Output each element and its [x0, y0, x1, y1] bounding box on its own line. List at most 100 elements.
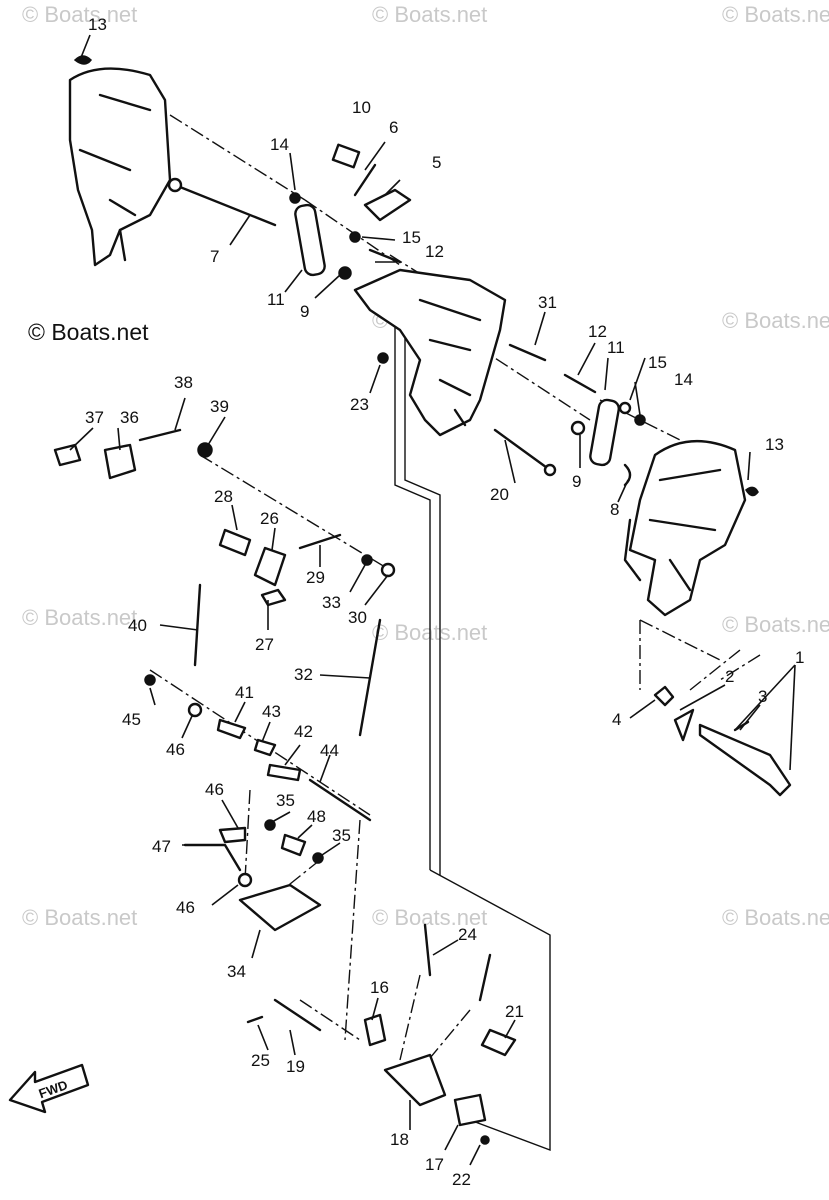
swivel-bracket — [353, 268, 507, 437]
pin-38 — [138, 428, 182, 442]
watermark: © Boats.net — [722, 2, 829, 27]
part-46a — [187, 702, 203, 718]
callout-18: 18 — [390, 1130, 409, 1149]
watermark: © Boats.net — [722, 612, 829, 637]
bolt-7 — [173, 183, 277, 227]
callout-40: 40 — [128, 616, 147, 635]
callout-9b: 9 — [572, 472, 581, 491]
part-43 — [253, 738, 277, 757]
fwd-arrow-icon — [8, 1063, 90, 1114]
watermark: © Boats.net — [22, 605, 137, 630]
watermark: © Boats.net — [22, 2, 137, 27]
part-28 — [218, 528, 252, 557]
part-30 — [380, 562, 396, 578]
callout-17: 17 — [425, 1155, 444, 1174]
part-16 — [363, 1013, 387, 1047]
callout-10: 10 — [352, 98, 371, 117]
bolt-12b — [563, 373, 597, 394]
callout-36: 36 — [120, 408, 139, 427]
callout-11a: 11 — [267, 290, 285, 309]
part-42 — [266, 763, 302, 782]
part-27 — [260, 588, 287, 607]
handle-1 — [698, 723, 792, 797]
callout-21: 21 — [505, 1002, 524, 1021]
link-11b — [589, 398, 620, 467]
bolt-20 — [493, 428, 552, 472]
callout-45: 45 — [122, 710, 141, 729]
watermark: © Boats.net — [372, 2, 487, 27]
pin-44 — [308, 778, 372, 822]
part-17 — [453, 1093, 487, 1127]
callout-13b: 13 — [765, 435, 784, 454]
callout-29: 29 — [306, 568, 325, 587]
callout-7: 7 — [210, 247, 219, 266]
callout-47: 47 — [152, 837, 171, 856]
part-35b — [312, 852, 324, 864]
callout-9a: 9 — [300, 302, 309, 321]
callout-27: 27 — [255, 635, 274, 654]
callout-33: 33 — [322, 593, 341, 612]
callout-14a: 14 — [270, 135, 289, 154]
part-37 — [53, 443, 82, 467]
part-33 — [361, 554, 373, 566]
part-10 — [331, 143, 361, 169]
leader-lines — [69, 34, 796, 1166]
callout-5: 5 — [432, 153, 441, 172]
callout-44: 44 — [320, 741, 339, 760]
callout-4: 4 — [612, 710, 621, 729]
callout-3: 3 — [758, 687, 767, 706]
callout-23: 23 — [350, 395, 369, 414]
callout-14b: 14 — [674, 370, 693, 389]
callout-37: 37 — [85, 408, 104, 427]
spring-6 — [353, 163, 377, 197]
callout-35a: 35 — [276, 791, 295, 810]
part-4 — [653, 685, 675, 707]
callout-16: 16 — [370, 978, 389, 997]
rod-47 — [183, 843, 242, 872]
clamp-bracket-left — [68, 55, 172, 267]
washer-15b — [618, 401, 632, 415]
callout-30: 30 — [348, 608, 367, 627]
clip-23 — [377, 352, 389, 364]
plate-26 — [253, 546, 287, 587]
clamp-bracket-right — [623, 440, 759, 617]
spring-24b — [478, 953, 492, 1002]
callout-19: 19 — [286, 1057, 305, 1076]
collar-14a — [289, 192, 301, 204]
part-39 — [197, 442, 213, 458]
nut-9a — [338, 266, 352, 280]
callout-1: 1 — [795, 648, 804, 667]
spring-48 — [280, 833, 307, 857]
callout-22: 22 — [452, 1170, 471, 1189]
watermark: © Boats.net — [722, 308, 829, 333]
part-36 — [103, 443, 137, 480]
callout-38: 38 — [174, 373, 193, 392]
callout-2: 2 — [725, 667, 734, 686]
part-2 — [673, 708, 695, 742]
callout-46c: 46 — [176, 898, 195, 917]
small-parts — [53, 143, 750, 1145]
callout-12b: 12 — [588, 322, 607, 341]
callout-42: 42 — [294, 722, 313, 741]
rod-40 — [193, 583, 202, 667]
part-46b — [218, 826, 247, 844]
collar-14b — [634, 414, 646, 426]
spring-24a — [423, 923, 432, 977]
watermark: © Boats.net — [722, 905, 829, 930]
callout-46a: 46 — [166, 740, 185, 759]
callout-20: 20 — [490, 485, 509, 504]
callout-46b: 46 — [205, 780, 224, 799]
watermark-dark: © Boats.net — [28, 319, 149, 345]
lever-5 — [363, 188, 412, 222]
callout-8: 8 — [610, 500, 619, 519]
watermark: © Boats.net — [372, 905, 487, 930]
part-22 — [480, 1135, 490, 1145]
callout-26: 26 — [260, 509, 279, 528]
callout-32: 32 — [294, 665, 313, 684]
pin-19 — [273, 998, 322, 1032]
callout-28: 28 — [214, 487, 233, 506]
washer-15a — [349, 231, 361, 243]
callout-24: 24 — [458, 925, 477, 944]
nut-9b — [570, 420, 586, 436]
